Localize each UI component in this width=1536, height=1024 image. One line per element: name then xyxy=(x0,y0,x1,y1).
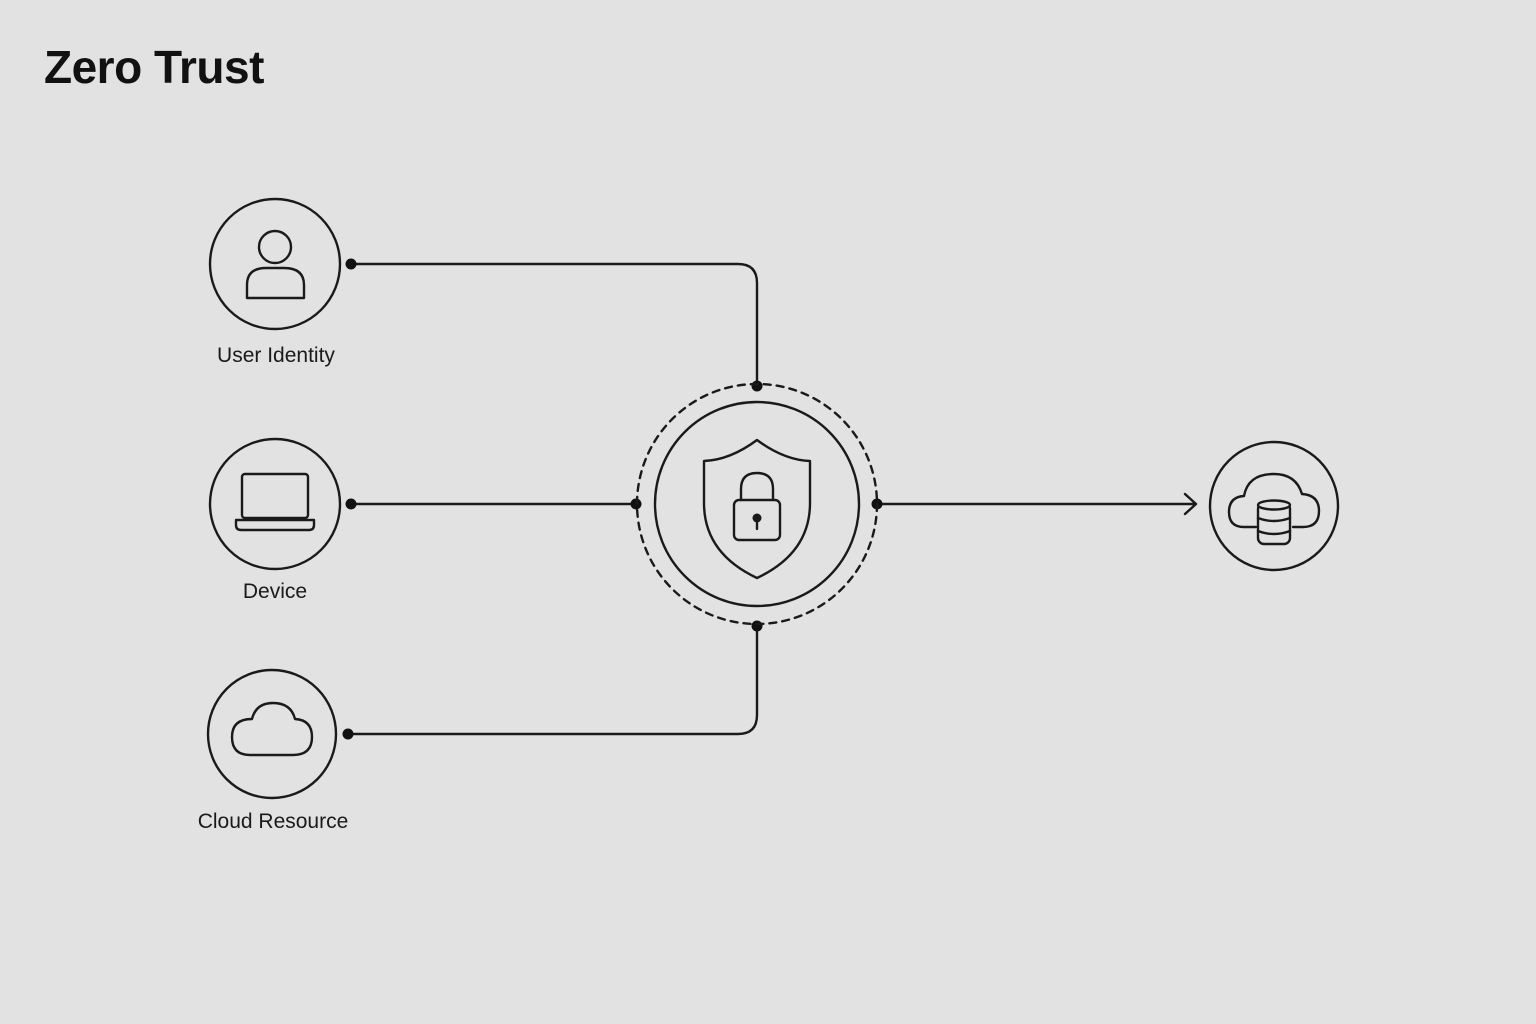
node-circle xyxy=(653,400,861,608)
arrowhead-icon xyxy=(1183,492,1198,516)
node-circle xyxy=(208,197,342,331)
connector-dot xyxy=(342,728,354,740)
connector-dot xyxy=(345,258,357,270)
node-device: Device xyxy=(208,437,342,603)
node-label-device: Device xyxy=(243,580,307,603)
node-gateway xyxy=(635,382,879,626)
edge-cloud-to-gateway xyxy=(347,624,759,736)
connector-dot xyxy=(751,620,763,632)
edge-user-to-gateway xyxy=(350,262,759,388)
shield-lock-icon xyxy=(702,438,812,580)
node-circle xyxy=(1208,440,1340,572)
node-cloud-resource: Cloud Resource xyxy=(198,668,349,833)
node-label-cloud-resource: Cloud Resource xyxy=(198,810,349,833)
connector-dot xyxy=(345,498,357,510)
laptop-icon xyxy=(234,472,316,532)
cloud-icon xyxy=(230,701,314,757)
connector-dots xyxy=(342,258,883,740)
node-label-user-identity: User Identity xyxy=(217,344,335,367)
page-title: Zero Trust xyxy=(44,41,264,93)
connector-dot xyxy=(751,380,763,392)
cloud-database-icon xyxy=(1227,472,1321,546)
gateway-perimeter-ring xyxy=(635,382,879,626)
node-circle xyxy=(208,437,342,571)
node-user-identity: User Identity xyxy=(208,197,342,367)
node-circle xyxy=(206,668,338,800)
node-destination xyxy=(1208,440,1340,572)
user-icon xyxy=(245,229,306,300)
